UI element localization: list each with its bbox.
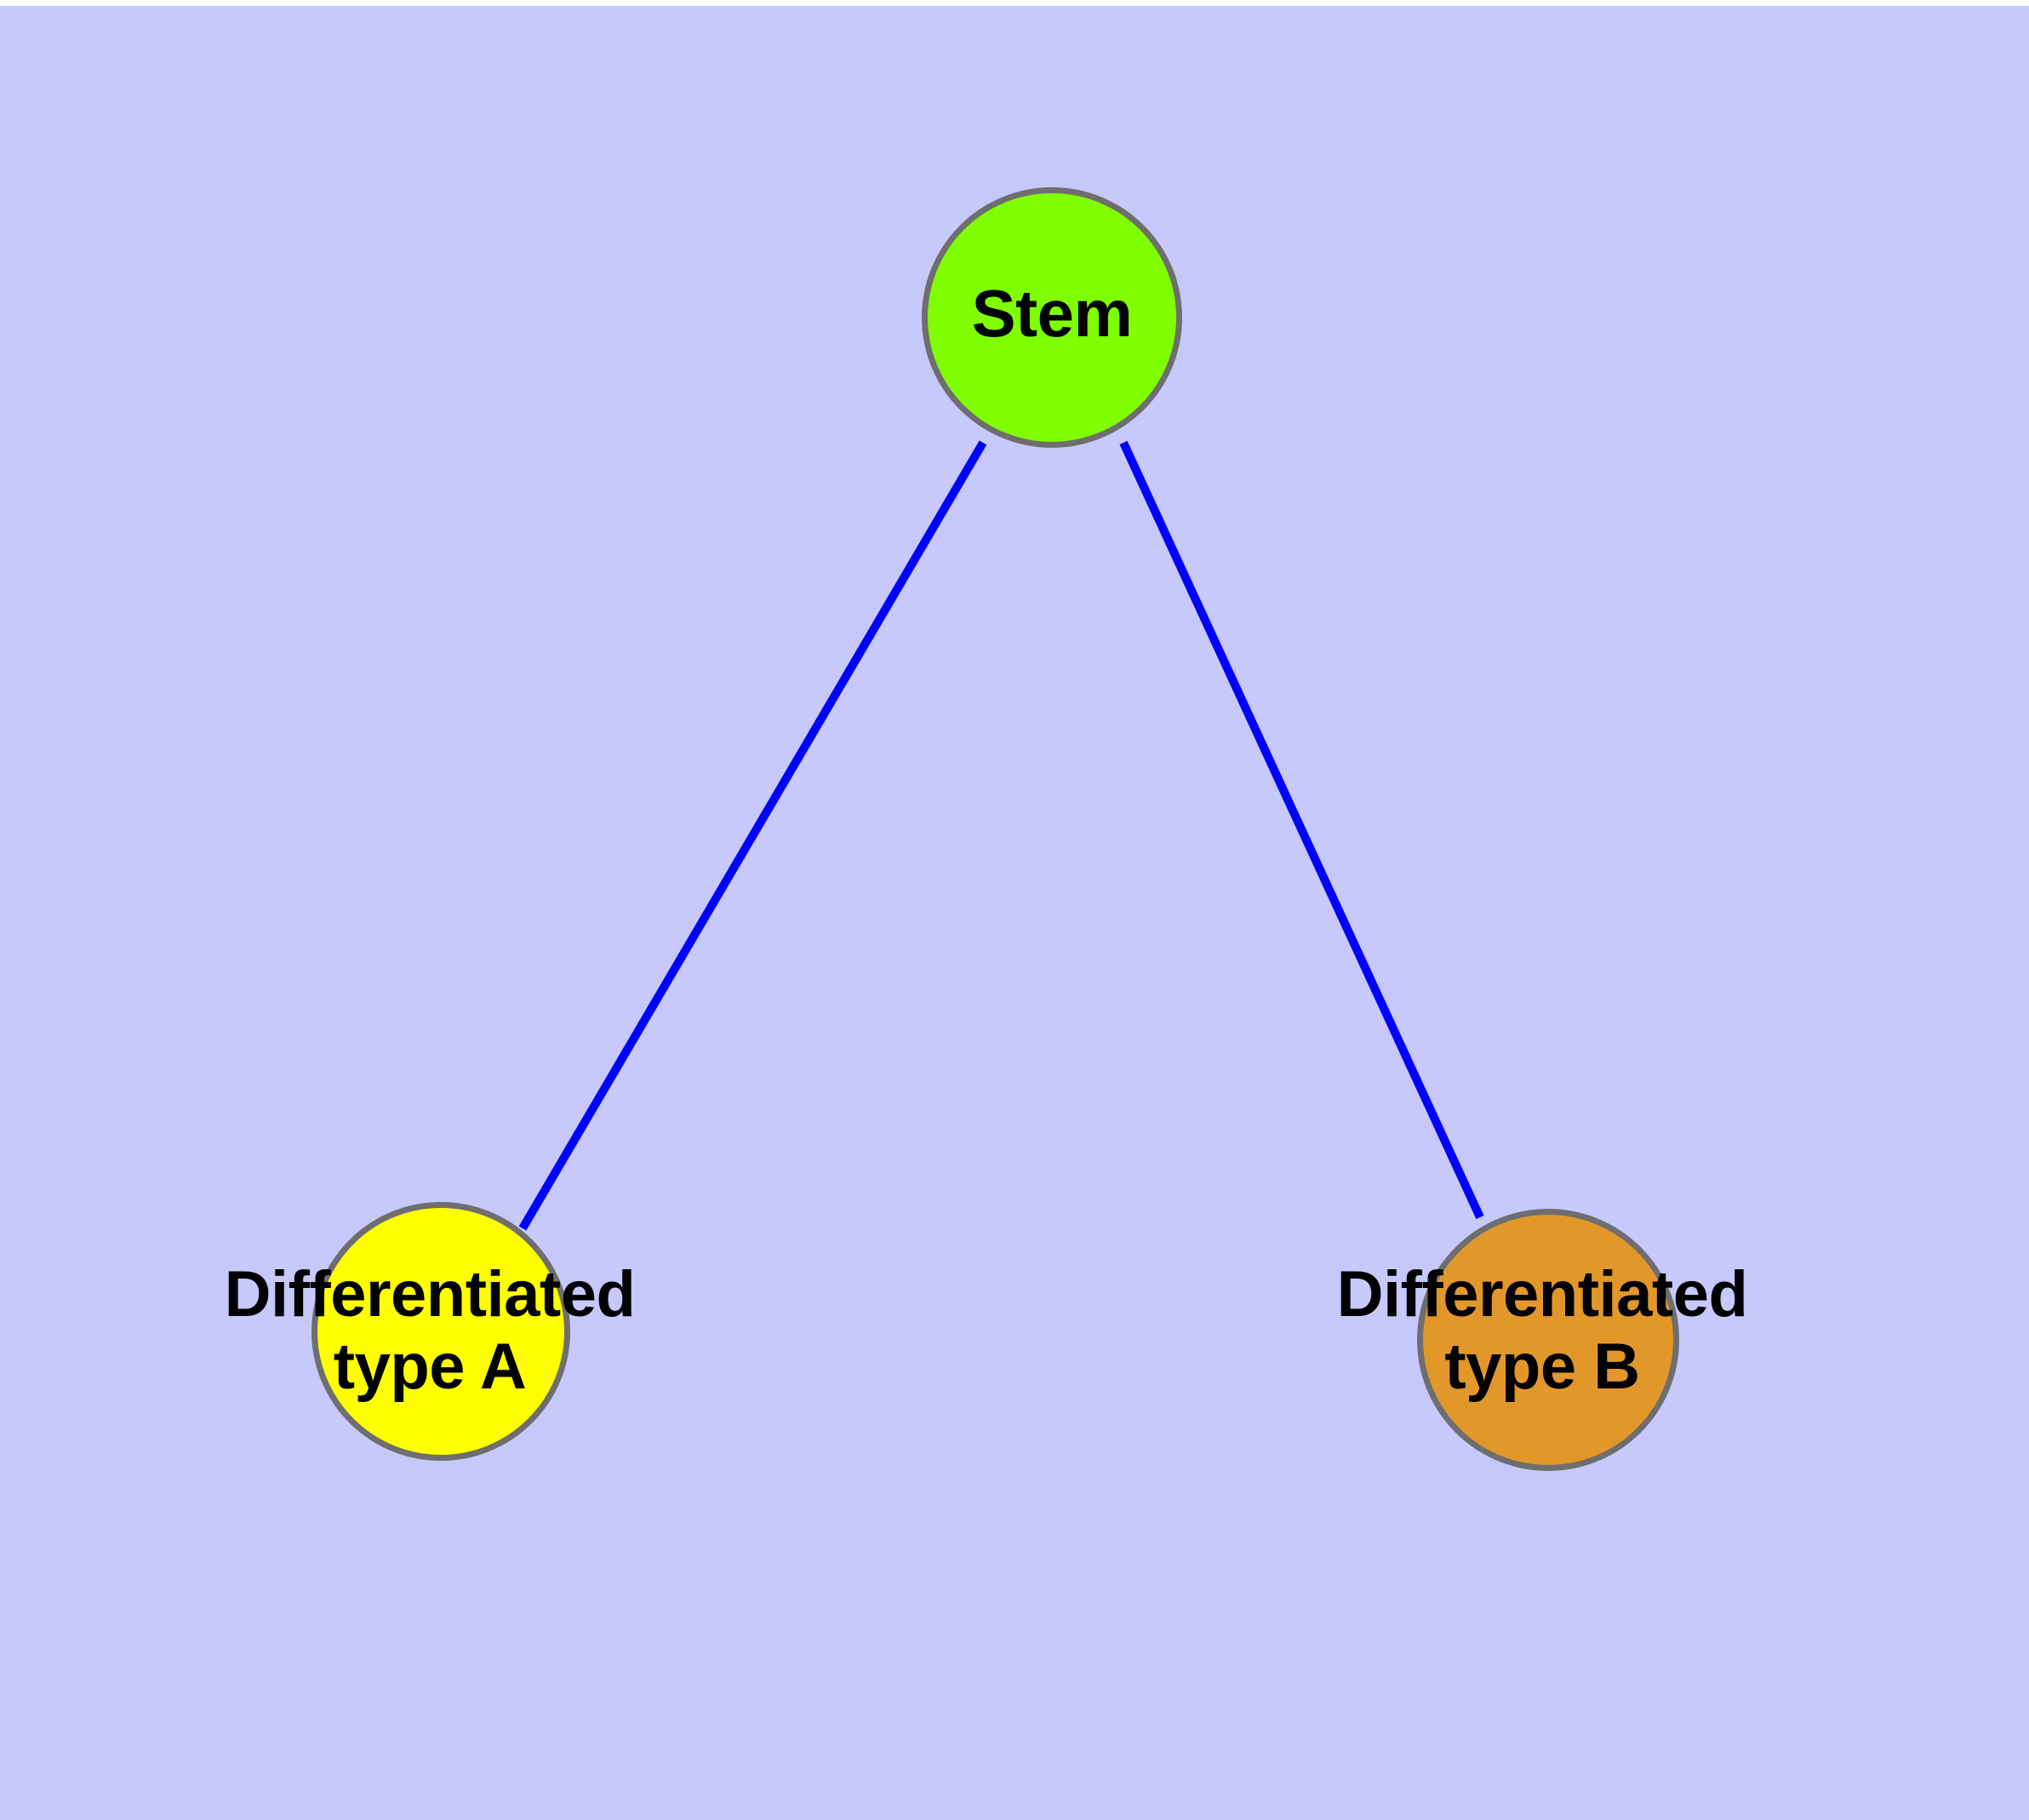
node-label-type-a-line-1: Differentiated xyxy=(224,1258,636,1331)
node-label-differentiated-type-b: Differentiated type B xyxy=(1202,1258,1883,1403)
node-differentiated-type-a[interactable] xyxy=(311,1202,570,1461)
node-label-type-a-line-2: type A xyxy=(333,1331,527,1404)
node-stem[interactable] xyxy=(922,187,1182,448)
canvas-top-margin xyxy=(0,0,2029,6)
node-label-differentiated-type-a: Differentiated type A xyxy=(89,1258,770,1403)
node-label-type-b-line-1: Differentiated xyxy=(1336,1258,1748,1331)
node-label-stem-line-1: Stem xyxy=(971,276,1133,351)
node-differentiated-type-b[interactable] xyxy=(1417,1209,1679,1471)
node-label-stem: Stem xyxy=(797,276,1307,351)
edge-stem-to-type-b xyxy=(1119,440,1484,1220)
node-label-type-b-line-2: type B xyxy=(1444,1331,1640,1404)
edge-stem-to-type-a xyxy=(518,440,987,1231)
